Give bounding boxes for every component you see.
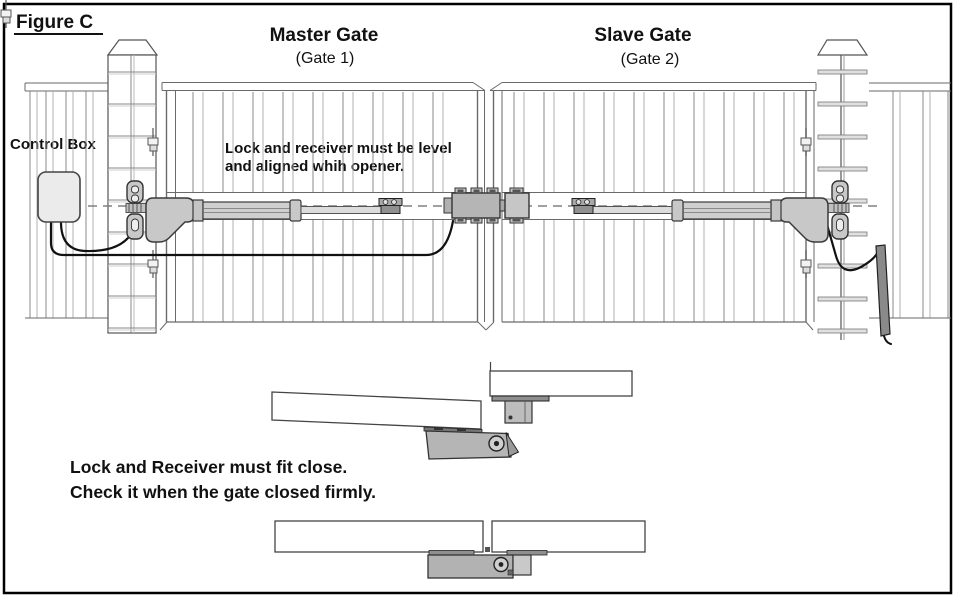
slave-gate-bar (489, 370, 633, 397)
tube-end-cap (289, 199, 302, 222)
alignment-note-line2: and aligned whih opener. (225, 158, 404, 175)
master-gate (159, 82, 487, 331)
receiver-mount-plate (491, 395, 550, 402)
actuator-rod (591, 206, 673, 214)
tube-coupler (770, 199, 782, 222)
control-box (37, 171, 81, 223)
lock-body (451, 192, 501, 219)
right-conduit-bar (875, 244, 891, 337)
master-gate-bar-closed (274, 520, 484, 553)
electric-lock-assembly (443, 187, 530, 224)
hinge-icon (0, 0, 12, 28)
master-gate-opener (125, 180, 403, 243)
actuator-tube (202, 201, 292, 220)
gate-mount-bracket (571, 198, 596, 214)
fit-note-line1: Lock and Receiver must fit close. (70, 457, 347, 477)
control-box-to-lock-cable (49, 219, 455, 257)
actuator-rod (300, 206, 382, 214)
slave-gate-slats (513, 92, 795, 322)
lock-receiver-closed-detail (274, 520, 646, 579)
right-opener-cable (822, 212, 881, 272)
receiver-block (504, 400, 533, 424)
lock-block (425, 430, 512, 460)
slave-gate (485, 82, 817, 331)
figure-label: Figure C (16, 12, 93, 33)
lock-receiver-open-detail (271, 362, 633, 460)
pillar-mount-bracket (826, 180, 850, 240)
lock-receiver (504, 192, 530, 219)
latch-pin (485, 547, 490, 552)
master-gate-subtitle: (Gate 1) (296, 50, 355, 67)
slave-gate-bar-closed (491, 520, 646, 553)
master-gate-bar-open (271, 391, 482, 430)
tube-coupler (192, 199, 204, 222)
fit-note-line2: Check it when the gate closed firmly. (70, 482, 376, 502)
actuator-tube (682, 201, 772, 220)
gate-mount-bracket (378, 198, 403, 214)
slave-gate-subtitle: (Gate 2) (621, 51, 680, 68)
pillar-mount-bracket (125, 180, 149, 240)
master-gate-slats (192, 92, 444, 322)
slave-gate-title: Slave Gate (594, 25, 691, 46)
tube-end-cap (671, 199, 684, 222)
master-gate-title: Master Gate (270, 25, 379, 46)
alignment-note-line1: Lock and receiver must be level (225, 140, 452, 157)
slave-gate-opener (571, 180, 850, 243)
receiver-closed (512, 554, 532, 576)
lock-wedge (505, 432, 520, 458)
